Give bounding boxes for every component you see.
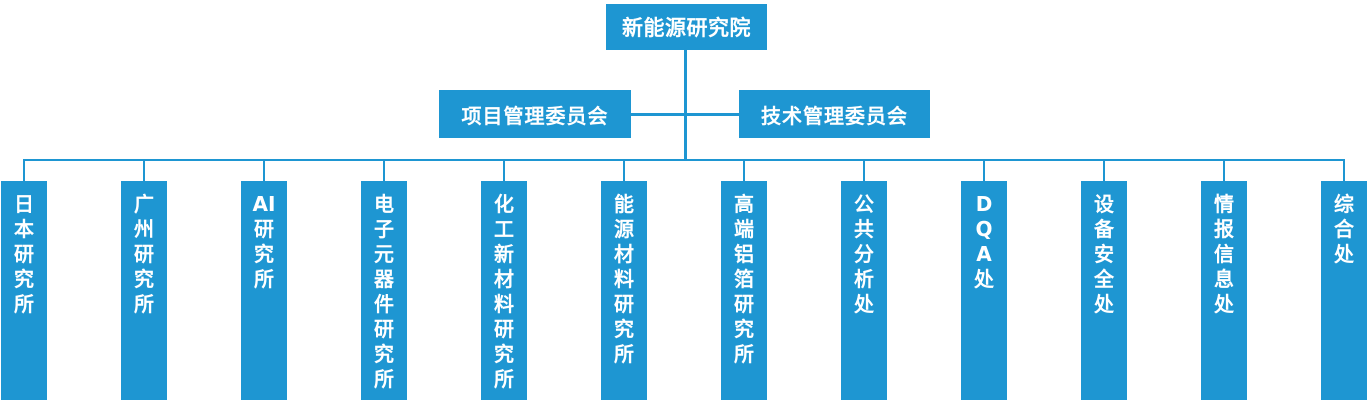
- department-node-label: AI 研 究 所: [252, 192, 276, 291]
- department-node-high-end-aluminum-foil-institute: 高 端 铝 箔 研 究 所: [721, 181, 767, 400]
- connector-drop: [263, 159, 265, 181]
- department-node-label: 广 州 研 究 所: [134, 192, 154, 316]
- department-node-label: 能 源 材 料 研 究 所: [614, 192, 634, 366]
- department-node-label: 情 报 信 息 处: [1214, 192, 1234, 316]
- department-node-energy-materials-institute: 能 源 材 料 研 究 所: [601, 181, 647, 400]
- department-node-label: 公 共 分 析 处: [854, 192, 874, 316]
- department-node-guangzhou-institute: 广 州 研 究 所: [121, 181, 167, 400]
- connector-distribution-line: [23, 159, 1345, 161]
- department-node-equipment-safety-division: 设 备 安 全 处: [1081, 181, 1127, 400]
- department-node-label: 设 备 安 全 处: [1094, 192, 1114, 316]
- department-node-label: 高 端 铝 箔 研 究 所: [734, 192, 754, 366]
- committee-node-label: 技术管理委员会: [761, 103, 908, 128]
- committee-node-project-management: 项目管理委员会: [439, 90, 631, 138]
- department-node-label: 综 合 处: [1334, 192, 1354, 266]
- connector-drop: [1223, 159, 1225, 181]
- connector-root-trunk: [684, 50, 687, 161]
- connector-drop: [623, 159, 625, 181]
- department-node-label: 电 子 元 器 件 研 究 所: [374, 192, 394, 391]
- department-node-general-affairs-division: 综 合 处: [1321, 181, 1367, 400]
- department-node-electronic-components-institute: 电 子 元 器 件 研 究 所: [361, 181, 407, 400]
- connector-drop: [383, 159, 385, 181]
- department-node-ai-institute: AI 研 究 所: [241, 181, 287, 400]
- connector-drop: [1103, 159, 1105, 181]
- department-node-japan-institute: 日 本 研 究 所: [1, 181, 47, 400]
- connector-drop: [143, 159, 145, 181]
- connector-drop: [23, 159, 25, 181]
- root-node-label: 新能源研究院: [622, 16, 751, 40]
- root-node: 新能源研究院: [606, 4, 767, 50]
- department-node-intelligence-information-division: 情 报 信 息 处: [1201, 181, 1247, 400]
- committee-node-technical-management: 技术管理委员会: [739, 90, 930, 138]
- connector-drop: [503, 159, 505, 181]
- connector-drop: [863, 159, 865, 181]
- department-node-chemical-new-materials-institute: 化 工 新 材 料 研 究 所: [481, 181, 527, 400]
- connector-drop: [1343, 159, 1345, 181]
- connector-committees: [631, 113, 739, 116]
- department-node-label: 化 工 新 材 料 研 究 所: [494, 192, 514, 391]
- department-node-label: D Q A 处: [974, 192, 994, 291]
- department-node-public-analysis-division: 公 共 分 析 处: [841, 181, 887, 400]
- connector-drop: [983, 159, 985, 181]
- committee-node-label: 项目管理委员会: [461, 103, 609, 128]
- department-node-label: 日 本 研 究 所: [14, 192, 34, 316]
- department-node-dqa-division: D Q A 处: [961, 181, 1007, 400]
- connector-drop: [743, 159, 745, 181]
